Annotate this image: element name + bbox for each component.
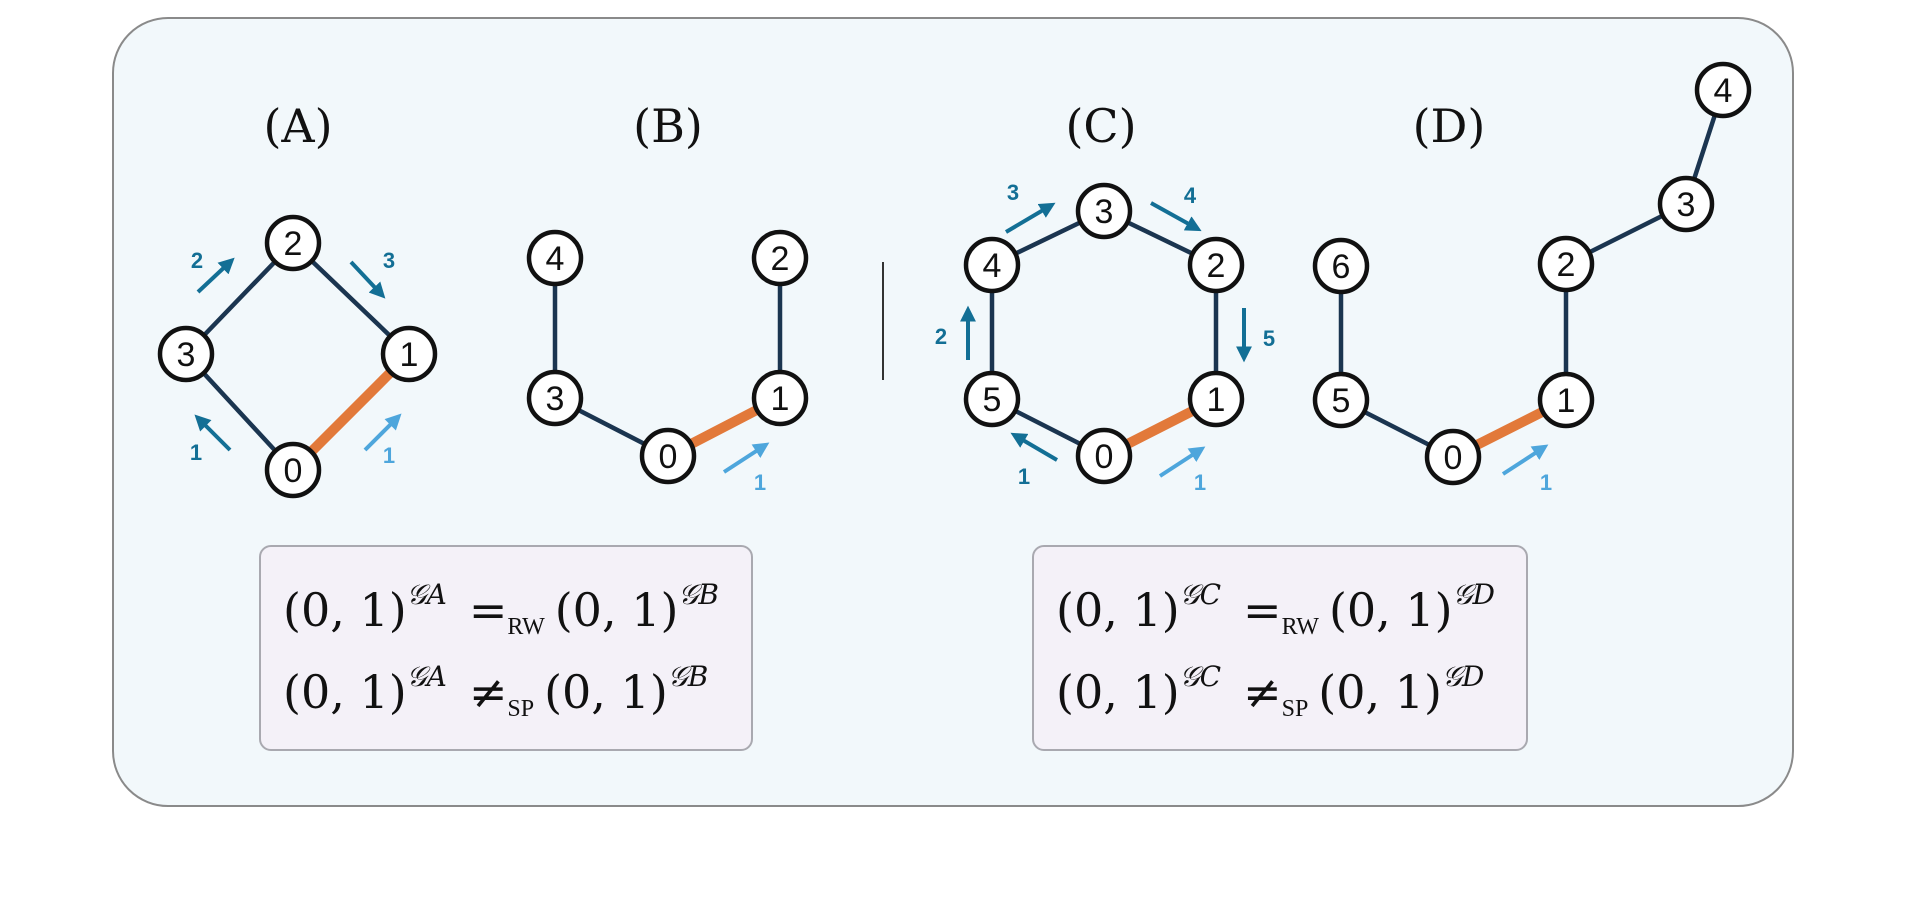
graph-b-node-4 — [526, 229, 584, 287]
graph-d-node-6 — [1312, 237, 1370, 295]
graph-d-node-label-2: 2 — [1557, 246, 1576, 284]
graph-d-node-0 — [1424, 428, 1482, 486]
graph-b-node-label-3: 3 — [546, 380, 565, 418]
graph-c-node-label-4: 4 — [983, 247, 1002, 285]
graph-d-node-label-1: 1 — [1557, 382, 1576, 420]
graph-c-label: (C) — [1065, 99, 1136, 153]
graph-b-node-0 — [639, 427, 697, 485]
equation-rw-ab: (0, 1)𝒢A=RW(0, 1)𝒢B — [283, 578, 719, 640]
graph-c-step-arrow-3 — [1004, 202, 1056, 234]
graph-a-node-0 — [264, 441, 322, 499]
graph-b-node-2 — [751, 229, 809, 287]
graph-d-label: (D) — [1413, 99, 1486, 153]
graph-d-node-label-4: 4 — [1714, 72, 1733, 110]
equation-sp-cd: (0, 1)𝒢C≠SP(0, 1)𝒢D — [1056, 660, 1485, 722]
graph-b-node-label-0: 0 — [659, 438, 678, 476]
graph-b-node-1 — [751, 369, 809, 427]
equation-rw-cd: (0, 1)𝒢C=RW(0, 1)𝒢D — [1056, 578, 1495, 640]
graph-d-node-5 — [1312, 371, 1370, 429]
graph-c-step-label-3: 3 — [1007, 180, 1019, 205]
graph-c-step-label-1: 1 — [1018, 464, 1030, 489]
graph-c-step-label-4: 4 — [1184, 183, 1197, 208]
graph-d-node-1 — [1537, 371, 1595, 429]
graph-d-node-2 — [1537, 235, 1595, 293]
graph-c-step-label-5: 5 — [1263, 326, 1275, 351]
graph-c-step-arrow-6 — [1158, 446, 1206, 478]
graph-a-label: (A) — [263, 99, 332, 153]
graph-c-node-0 — [1075, 427, 1133, 485]
graph-c-node-3 — [1075, 182, 1133, 240]
graph-c-step-arrow-4 — [1150, 201, 1202, 232]
graph-d-node-label-6: 6 — [1332, 248, 1351, 286]
graph-a-step-arrow-2 — [196, 257, 235, 294]
graph-c-node-2 — [1187, 236, 1245, 294]
equation-sp-ab: (0, 1)𝒢A≠SP(0, 1)𝒢B — [283, 660, 709, 722]
graph-a-step-label-2: 2 — [191, 248, 203, 273]
graph-b-step-label-1: 1 — [754, 470, 766, 495]
graph-d-node-label-5: 5 — [1332, 382, 1351, 420]
graph-c-node-label-0: 0 — [1095, 438, 1114, 476]
graph-b-node-label-4: 4 — [546, 240, 565, 278]
graph-a-node-2 — [264, 214, 322, 272]
graph-c-step-arrow-1 — [1010, 432, 1059, 462]
graph-c-node-4 — [963, 236, 1021, 294]
graph-a-step-arrow-3 — [349, 260, 386, 299]
graph-a-step-label-3: 3 — [383, 248, 395, 273]
graph-b-step-arrow-1 — [722, 442, 770, 474]
graph-c-step-label-6: 1 — [1194, 470, 1206, 495]
equation-box-ab: (0, 1)𝒢A=RW(0, 1)𝒢B (0, 1)𝒢A≠SP(0, 1)𝒢B — [259, 545, 753, 751]
graph-b-node-label-1: 1 — [771, 380, 790, 418]
graph-d-node-3 — [1657, 175, 1715, 233]
step-arrows-layer: 1 2 3 1 1 1 2 3 4 5 1 1 — [190, 180, 1552, 495]
graph-c-step-label-2: 2 — [935, 324, 947, 349]
graph-c-node-label-3: 3 — [1095, 193, 1114, 231]
graph-d-step-label-1: 1 — [1540, 470, 1552, 495]
edges-layer — [183, 87, 1726, 475]
graph-d-node-label-3: 3 — [1677, 186, 1696, 224]
graph-a-step-label-4: 1 — [383, 443, 395, 468]
graph-c-node-label-1: 1 — [1207, 381, 1226, 419]
graph-a-step-label-1: 1 — [190, 440, 202, 465]
nodes-layer: 0 1 2 3 0 1 2 3 4 0 1 2 3 4 5 0 1 2 3 4 5 6 — [157, 61, 1752, 499]
graph-d-node-label-0: 0 — [1444, 439, 1463, 477]
graph-c-node-label-5: 5 — [983, 381, 1002, 419]
graph-a-step-arrow-4 — [363, 413, 402, 452]
graph-a-step-arrow-1 — [194, 414, 232, 452]
graph-d-step-arrow-1 — [1501, 444, 1549, 476]
graph-a-node-3 — [157, 325, 215, 383]
graph-b-label: (B) — [633, 99, 703, 153]
graph-a-node-label-3: 3 — [177, 336, 196, 374]
graph-c-node-5 — [963, 370, 1021, 428]
graph-c-node-label-2: 2 — [1207, 247, 1226, 285]
graph-c-node-1 — [1187, 370, 1245, 428]
equation-box-cd: (0, 1)𝒢C=RW(0, 1)𝒢D (0, 1)𝒢C≠SP(0, 1)𝒢D — [1032, 545, 1528, 751]
graph-a-node-label-0: 0 — [284, 452, 303, 490]
graph-d-node-4 — [1694, 61, 1752, 119]
graph-b-node-3 — [526, 369, 584, 427]
graph-a-node-1 — [380, 325, 438, 383]
graph-a-node-label-1: 1 — [400, 336, 419, 374]
graph-a-node-label-2: 2 — [284, 225, 303, 263]
graph-b-node-label-2: 2 — [771, 240, 790, 278]
